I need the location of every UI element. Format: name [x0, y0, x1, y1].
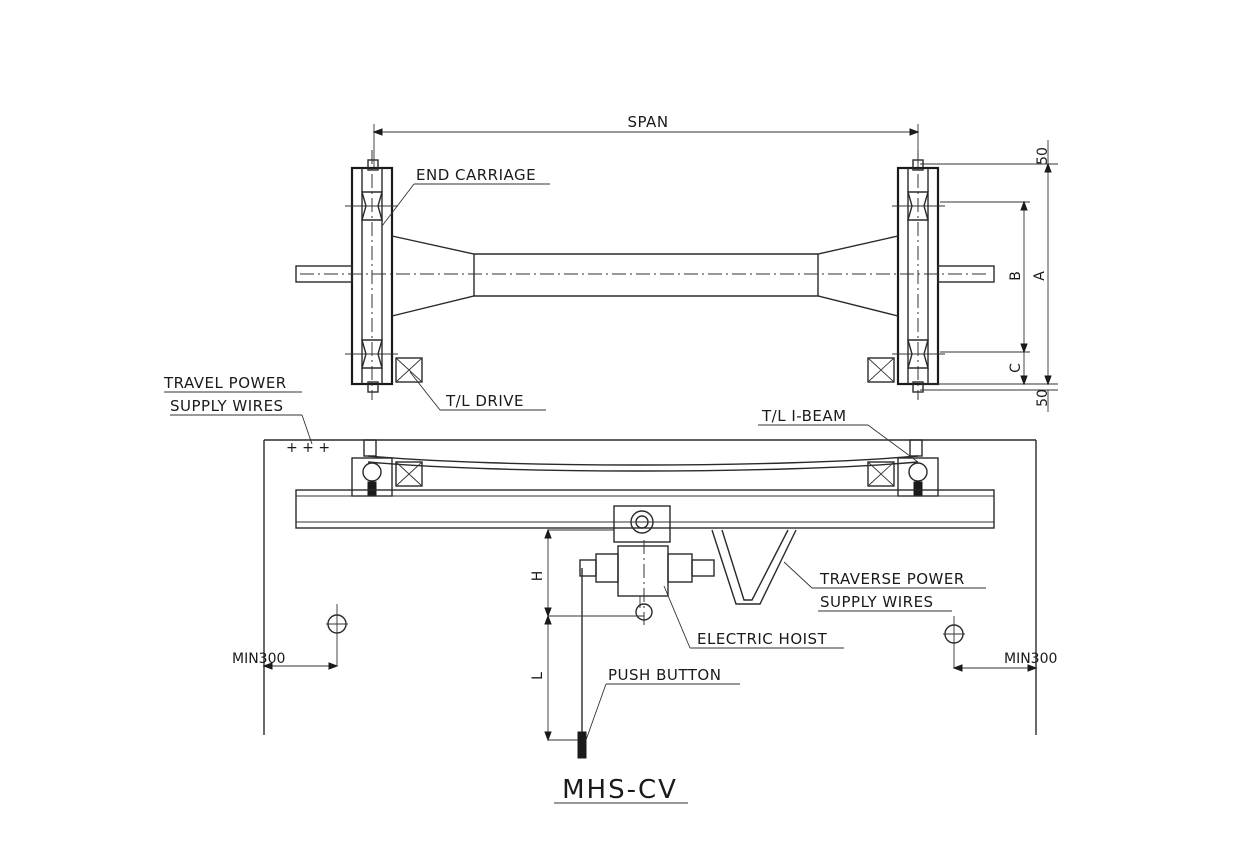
vertical-dimensions	[920, 140, 1058, 412]
height-dimensions	[544, 528, 644, 742]
min-left-label: MIN300	[232, 651, 285, 667]
push-button-label: PUSH BUTTON	[608, 666, 721, 684]
dim-c: C	[1008, 363, 1024, 373]
girder-plan	[300, 235, 990, 317]
tl-drive-label: T/L DRIVE	[445, 392, 524, 410]
dim-50-top: 50	[1035, 147, 1051, 165]
traverse-power-label-2: SUPPLY WIRES	[820, 593, 934, 611]
right-end-carriage	[867, 150, 995, 400]
min-left-dimension	[262, 662, 339, 670]
tl-ibeam-label: T/L I-BEAM	[761, 407, 847, 425]
right-hook-marker	[943, 616, 965, 668]
traverse-power-label-1: TRAVERSE POWER	[819, 570, 965, 588]
end-carriage-label: END CARRIAGE	[416, 166, 536, 184]
elevation-view: TRAVEL POWER SUPPLY WIRES + + +	[163, 374, 1057, 759]
left-hook-marker	[326, 604, 348, 666]
dim-h: H	[530, 571, 546, 582]
electric-hoist-label: ELECTRIC HOIST	[697, 630, 828, 648]
left-end-carriage	[295, 150, 423, 400]
dim-l: L	[530, 672, 546, 680]
dim-a: A	[1032, 271, 1048, 281]
right-trolley	[867, 439, 939, 497]
wire-marks: + + +	[286, 440, 330, 456]
dim-b: B	[1008, 271, 1024, 281]
span-label: SPAN	[627, 113, 668, 131]
plan-view: SPAN	[295, 113, 1058, 412]
drawing-title: MHS-CV	[562, 775, 678, 805]
dim-50-bottom: 50	[1035, 389, 1051, 407]
left-trolley	[351, 439, 423, 497]
min-right-label: MIN300	[1004, 651, 1057, 667]
travel-power-label-1: TRAVEL POWER	[163, 374, 287, 392]
min-right-dimension	[952, 664, 1038, 672]
travel-power-label-2: SUPPLY WIRES	[170, 397, 284, 415]
electric-hoist	[577, 505, 715, 759]
